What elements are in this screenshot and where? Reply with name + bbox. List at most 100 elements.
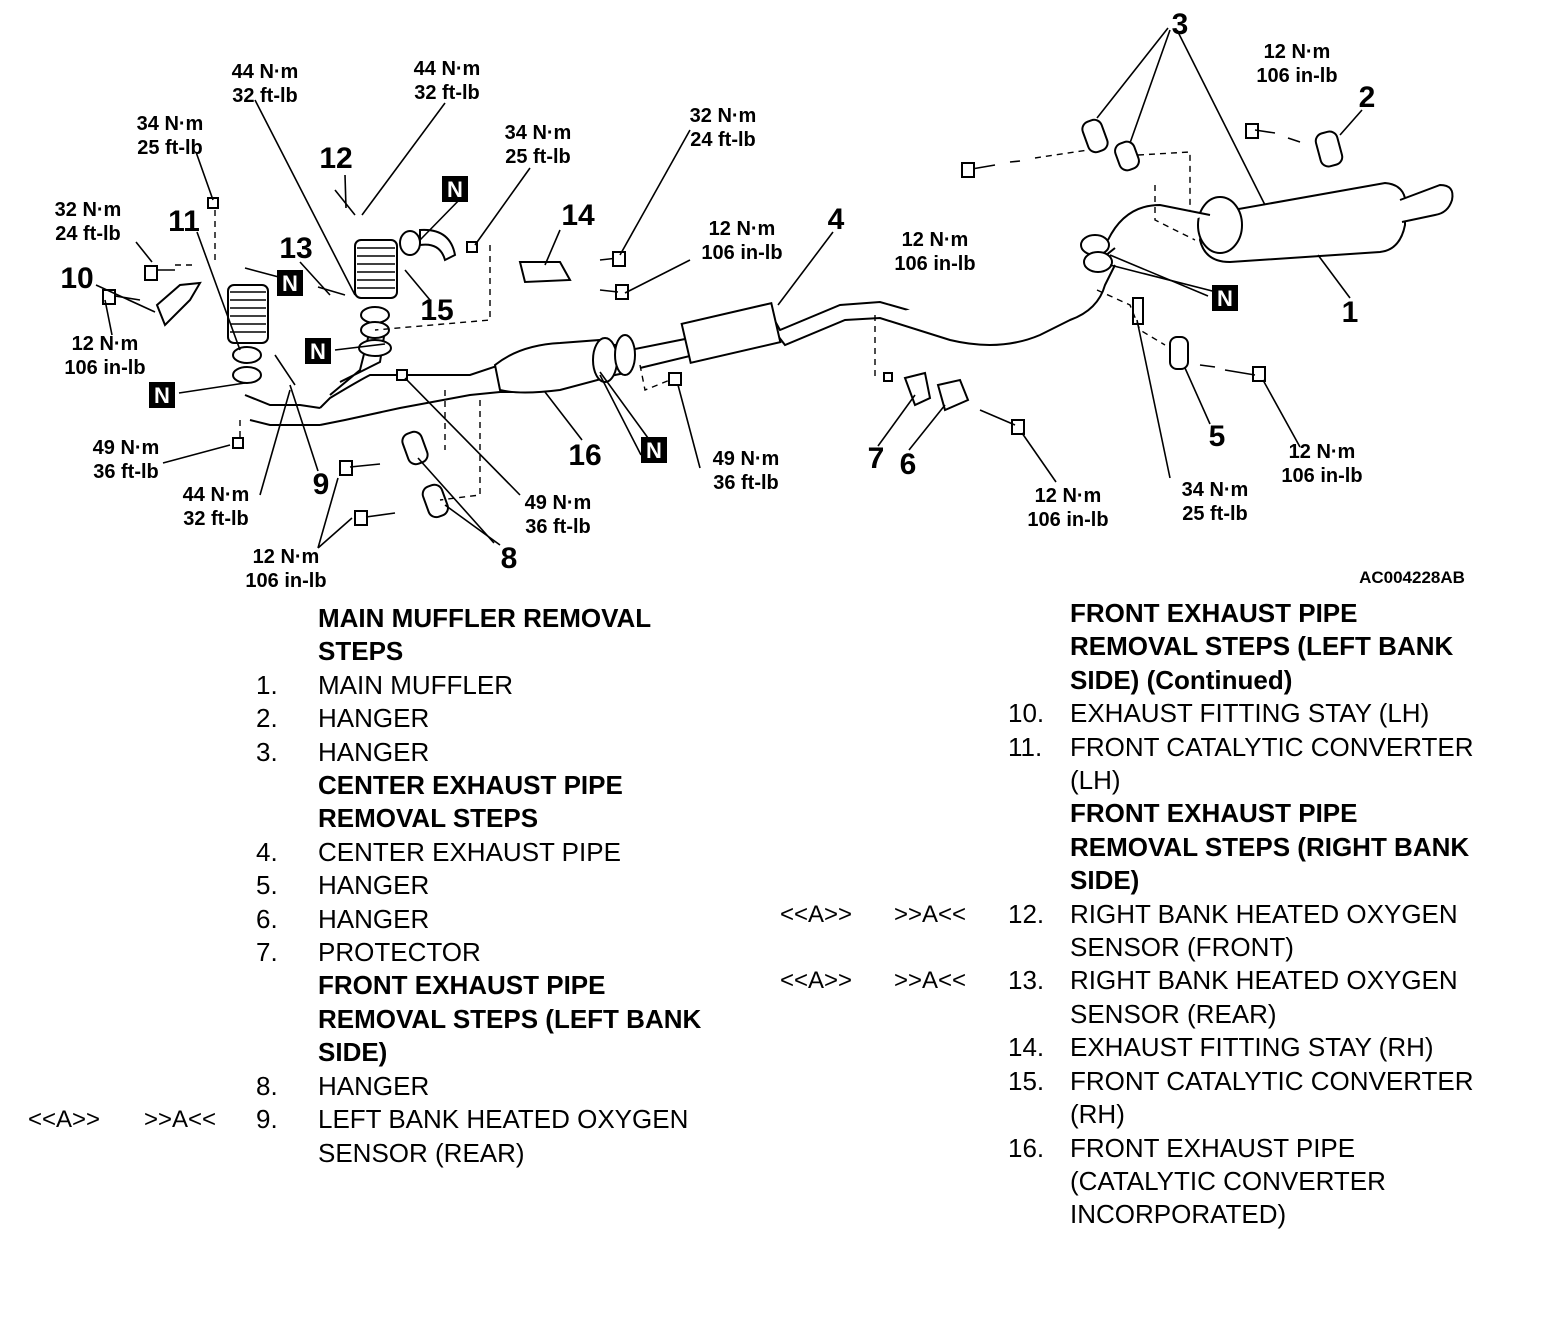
callout-6: 6 [900,448,917,481]
callout-11: 11 [168,205,200,238]
step-number: 10. [1008,698,1045,729]
installation-reference: >>A<< [894,967,967,995]
callout-numbers: 1 2 3 4 5 6 7 8 9 10 11 12 13 14 15 16 [60,8,1375,575]
step-number: 14. [1008,1032,1045,1063]
callout-3: 3 [1172,8,1189,41]
step-label: HANGER [318,903,430,934]
step-label: PROTECTOR [318,937,481,968]
step-number [1008,797,1070,897]
step-number: 9. [256,1104,278,1135]
installation-reference: >>A<< [894,900,967,928]
n-marker: N [149,382,175,408]
step-number: 11. [1008,731,1043,762]
step-item: 15.FRONT CATALYTIC CONVERTER(RH) [1008,1065,1528,1132]
installation-reference: >>A<< [144,1106,217,1134]
step-number: 2. [256,703,278,734]
step-item: 11. FRONT CATALYTIC CONVERTER(LH) [1008,731,1528,798]
removal-reference: <<A>> [780,900,853,928]
bolts-drawing [102,123,1301,526]
callout-15: 15 [420,294,453,327]
step-item: 8.HANGER [256,1070,756,1103]
step-number: 1. [256,669,278,700]
svg-text:N: N [310,339,326,364]
removal-reference: <<A>> [780,967,853,995]
step-item: 10. EXHAUST FITTING STAY (LH) [1008,697,1528,730]
step-label: EXHAUST FITTING STAY (RH) [1070,1032,1434,1063]
step-number: 3. [256,736,278,767]
step-label: MAIN MUFFLER [318,669,513,700]
step-number: 4. [256,836,278,867]
callout-2: 2 [1359,81,1376,114]
step-item: 14. EXHAUST FITTING STAY (RH) [1008,1031,1528,1064]
callout-4: 4 [828,203,845,236]
step-number: 8. [256,1070,278,1101]
step-item: 2. HANGER [256,702,756,735]
svg-text:N: N [1217,286,1233,311]
exhaust-drawing [102,118,1454,526]
hangers-drawing [155,118,1344,519]
step-item: 3.HANGER [256,736,756,769]
callout-9: 9 [313,468,330,501]
step-label: HANGER [318,870,430,901]
step-number: 15. [1008,1065,1045,1096]
n-marker: N [442,176,468,202]
step-label: EXHAUST FITTING STAY (LH) [1070,698,1430,729]
step-number: 13. [1008,965,1045,996]
step-label: HANGER [318,703,430,734]
svg-text:N: N [447,177,463,202]
step-label: FRONT CATALYTIC CONVERTER(LH) [1070,731,1474,796]
main-muffler-drawing [1107,181,1454,264]
step-number: 12. [1008,898,1045,929]
removal-reference: <<A>> [28,1106,101,1134]
figure-id: AC004228AB [1359,568,1465,587]
step-item: 16. FRONT EXHAUST PIPE(CATALYTIC CONVERTE… [1008,1132,1528,1232]
step-item: 5. HANGER [256,869,756,902]
center-pipe-drawing [629,234,1116,369]
step-number: 16. [1008,1132,1045,1163]
step-item: 1. MAIN MUFFLER [256,669,756,702]
exhaust-system-diagram: N N N N N N 1 2 3 4 5 6 7 8 9 10 11 12 1… [55,8,1465,592]
step-number: 5. [256,870,278,901]
n-marker: N [277,270,303,296]
step-number: 6. [256,903,278,934]
step-number [256,969,318,1069]
callout-16: 16 [568,439,601,472]
step-item: 6. HANGER [256,903,756,936]
callout-7: 7 [868,442,885,475]
callout-5: 5 [1209,420,1226,453]
front-pipe-drawing [244,329,636,426]
step-item: 4.CENTER EXHAUST PIPE [256,836,756,869]
callout-10: 10 [60,262,93,295]
svg-text:N: N [646,438,662,463]
callout-8: 8 [501,542,518,575]
step-item: 7.PROTECTOR [256,936,756,969]
n-markers: N N N N N N [149,176,1238,463]
